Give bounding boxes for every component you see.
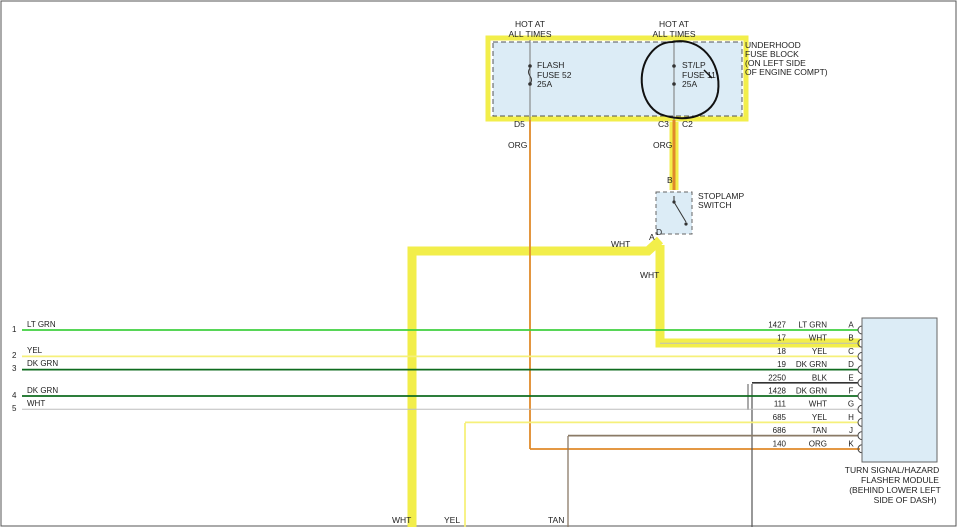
circuit-number: 685: [773, 413, 787, 422]
wire-color-label: WHT: [809, 334, 827, 343]
pin-letter: K: [848, 439, 854, 448]
flasher-module-box: [861, 317, 938, 463]
flash-wire-color: ORG: [508, 140, 527, 150]
pin-letter: F: [849, 387, 854, 396]
circuit-number: 17: [777, 334, 786, 343]
connector-arc: [857, 404, 863, 414]
connector-arc: [857, 365, 863, 375]
fuse-block-name-4: OF ENGINE COMPT): [745, 67, 828, 77]
flash-fuse-name: FLASH: [537, 60, 564, 70]
module-name-3: (BEHIND LOWER LEFT: [849, 485, 941, 495]
pin-letter: E: [848, 373, 853, 382]
stlp-fuse-dot-bottom: [672, 82, 676, 86]
module-name-1: TURN SIGNAL/HAZARD: [845, 465, 939, 475]
pin-c2-label: C2: [682, 119, 693, 129]
module-name-2: FLASHER MODULE: [861, 475, 939, 485]
wire-color-label: TAN: [812, 426, 828, 435]
markup-tick: [703, 69, 713, 79]
stoplamp-out-wire-label-2: WHT: [640, 270, 659, 280]
flash-fuse-symbol: [528, 67, 532, 85]
connector-arc: [857, 391, 863, 401]
stoplamp-switch: B A D STOPLAMP SWITCH WHT WHT: [611, 175, 744, 280]
wire-color-label: DK GRN: [796, 360, 827, 369]
bottom-label-tan: TAN: [548, 515, 564, 525]
connector-arc: [857, 431, 863, 441]
left-circuit-color: YEL: [27, 346, 43, 355]
pin-letter: H: [848, 413, 854, 422]
bottom-label-wht: WHT: [392, 515, 411, 525]
flasher-module: TURN SIGNAL/HAZARD FLASHER MODULE (BEHIN…: [845, 317, 941, 505]
wire-color-label: BLK: [812, 373, 828, 382]
pin-letter: J: [849, 426, 853, 435]
stlp-fuse-dot-top: [672, 64, 676, 68]
wire-color-label: DK GRN: [796, 387, 827, 396]
left-circuits: 1 LT GRN 2 YEL 3 DK GRN 4 DK GRN 5 WHT: [12, 320, 58, 413]
fuse-block-name-2: FUSE BLOCK: [745, 49, 799, 59]
left-circuit-num: 4: [12, 391, 17, 400]
fuse-block-name-3: (ON LEFT SIDE: [745, 58, 806, 68]
circuit-number: 140: [773, 439, 787, 448]
pin-c3-label: C3: [658, 119, 669, 129]
stoplamp-switch-name-2: SWITCH: [698, 200, 732, 210]
fuse-block-highlight: [485, 35, 749, 122]
wire-color-label: ORG: [809, 439, 827, 448]
hot-label-1a: HOT AT: [515, 19, 545, 29]
pin-letter: A: [848, 321, 854, 330]
stoplamp-pin-b: B: [667, 175, 673, 185]
fuse-block-box: [492, 41, 743, 117]
connector-arc: [857, 338, 863, 348]
connector-arc: [857, 378, 863, 388]
flash-fuse-number: FUSE 52: [537, 70, 572, 80]
circuit-number: 1428: [768, 387, 786, 396]
module-name-4: SIDE OF DASH): [874, 495, 937, 505]
connector-arc: [857, 351, 863, 361]
pin-letter: B: [848, 334, 853, 343]
pin-letter: D: [848, 360, 854, 369]
hot-label-1b: ALL TIMES: [509, 29, 552, 39]
wire-color-label: WHT: [809, 400, 827, 409]
stoplamp-switch-name-1: STOPLAMP: [698, 191, 744, 201]
pin-letter: G: [848, 400, 854, 409]
connector-arc: [857, 417, 863, 427]
left-circuit-color: LT GRN: [27, 320, 56, 329]
circuit-number: 1427: [768, 321, 786, 330]
left-circuit-num: 5: [12, 404, 17, 413]
left-circuit-num: 1: [12, 325, 17, 334]
wire-color-label: LT GRN: [798, 321, 827, 330]
stoplamp-pin-d: D: [656, 227, 662, 237]
stlp-wire-color: ORG: [653, 140, 672, 150]
stlp-fuse-name: ST/LP: [682, 60, 706, 70]
flash-fuse-rating: 25A: [537, 79, 552, 89]
flash-fuse-dot-top: [528, 64, 532, 68]
hot-label-2a: HOT AT: [659, 19, 689, 29]
hot-label-2b: ALL TIMES: [653, 29, 696, 39]
circuit-number: 2250: [768, 373, 786, 382]
connector-arc: [857, 325, 863, 335]
left-circuit-color: DK GRN: [27, 359, 58, 368]
left-circuit-num: 2: [12, 351, 17, 360]
circuit-number: 19: [777, 360, 786, 369]
fuse-block-name-1: UNDERHOOD: [745, 40, 801, 50]
bottom-label-yel: YEL: [444, 515, 460, 525]
stlp-fuse-number: FUSE 11: [682, 70, 716, 80]
stlp-fuse-rating: 25A: [682, 79, 697, 89]
stoplamp-pin-a: A: [649, 232, 655, 242]
pin-letter: C: [848, 347, 854, 356]
circuit-number: 686: [773, 426, 787, 435]
stoplamp-out-wire-label-1: WHT: [611, 239, 630, 249]
underhood-fuse-block: HOT AT ALL TIMES HOT AT ALL TIMES FLASH …: [492, 19, 828, 150]
wire-color-label: YEL: [812, 347, 828, 356]
wire-color-label: YEL: [812, 413, 828, 422]
left-circuit-color: WHT: [27, 399, 45, 408]
markup-circle: [640, 40, 720, 120]
circuit-number: 18: [777, 347, 786, 356]
pin-d5-label: D5: [514, 119, 525, 129]
circuit-number: 111: [774, 400, 787, 409]
connector-arc: [857, 444, 863, 454]
left-circuit-color: DK GRN: [27, 386, 58, 395]
left-circuit-num: 3: [12, 364, 17, 373]
